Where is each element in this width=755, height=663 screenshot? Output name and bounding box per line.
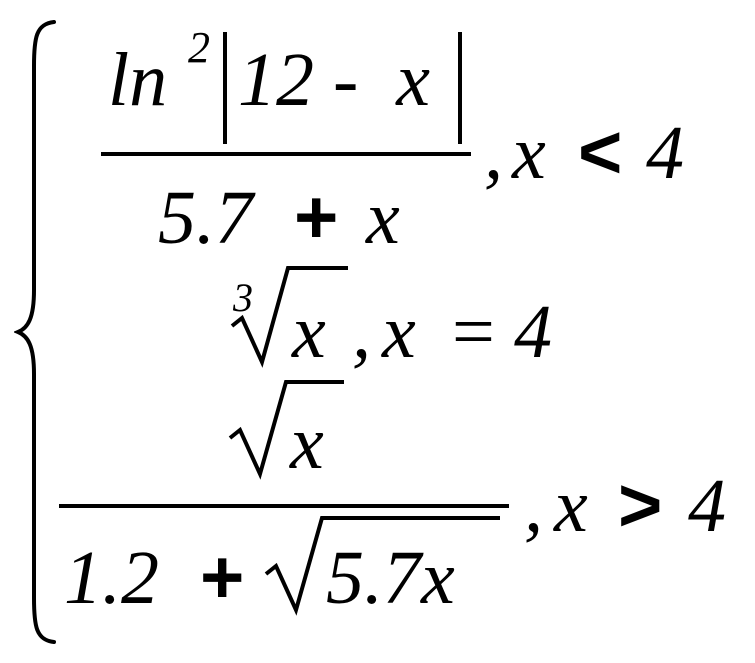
condition-value: 4 bbox=[646, 111, 684, 195]
condition-value: 4 bbox=[514, 290, 552, 374]
less-than-sign: < bbox=[578, 110, 623, 195]
greater-than-sign: > bbox=[618, 463, 663, 548]
cube-root-radical bbox=[230, 266, 348, 368]
plus-sign: + bbox=[200, 535, 245, 620]
abs-body: 12 - x bbox=[238, 38, 431, 122]
condition-variable: x bbox=[512, 111, 546, 195]
condition-comma: , bbox=[524, 464, 543, 548]
fraction-bar-3 bbox=[59, 504, 509, 508]
condition-variable: x bbox=[382, 290, 416, 374]
condition-comma: , bbox=[484, 111, 503, 195]
ln-power: 2 bbox=[188, 23, 210, 72]
cube-root-radicand: x bbox=[292, 290, 326, 374]
condition-value: 4 bbox=[688, 464, 726, 548]
abs-right-bar bbox=[458, 32, 462, 144]
abs-left-bar bbox=[223, 32, 227, 144]
condition-variable: x bbox=[554, 464, 588, 548]
fraction-bar-1 bbox=[101, 152, 471, 156]
denominator-variable: x bbox=[366, 176, 400, 260]
condition-comma: , bbox=[352, 290, 371, 374]
denominator-radicand: 5.7x bbox=[326, 536, 455, 620]
denominator-constant: 5.7 bbox=[158, 176, 253, 260]
numerator-radicand: x bbox=[290, 401, 324, 485]
left-curly-brace bbox=[14, 20, 56, 644]
plus-sign: + bbox=[294, 175, 339, 260]
ln-function: ln bbox=[108, 38, 168, 122]
denominator-square-root-radical bbox=[264, 516, 500, 616]
equals-sign: = bbox=[452, 290, 495, 374]
denominator-constant: 1.2 bbox=[64, 536, 159, 620]
numerator-square-root-radical bbox=[228, 380, 344, 480]
root-index: 3 bbox=[233, 275, 253, 320]
